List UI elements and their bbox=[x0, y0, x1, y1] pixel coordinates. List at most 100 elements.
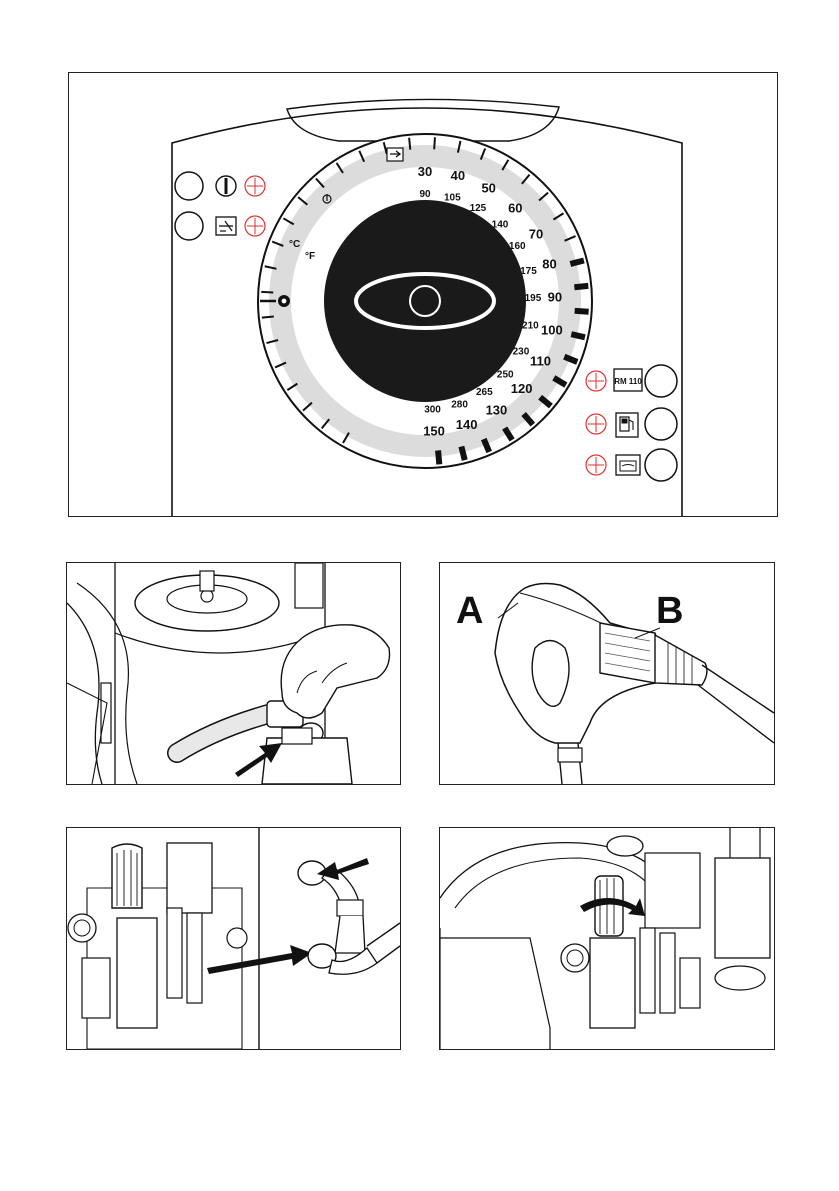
dial-tick bbox=[271, 240, 284, 247]
fahrenheit-scale-label: 160 bbox=[509, 241, 526, 252]
dial-tick bbox=[501, 159, 510, 171]
dial-knob-grip bbox=[354, 272, 496, 330]
dial-tick bbox=[261, 290, 274, 294]
fahrenheit-scale-label: 210 bbox=[522, 321, 539, 332]
gun-label-a: A bbox=[456, 590, 483, 632]
fahrenheit-scale-label: 125 bbox=[470, 203, 487, 214]
rm-button[interactable] bbox=[644, 364, 678, 398]
fahrenheit-scale-label: 140 bbox=[492, 219, 509, 230]
hose-fitting-bottom bbox=[307, 922, 400, 975]
dial-tick bbox=[574, 282, 589, 291]
burner-symbol-icon bbox=[215, 216, 237, 236]
fahrenheit-scale-label: 105 bbox=[444, 193, 461, 204]
gun-label-b: B bbox=[656, 590, 683, 632]
dial-tick bbox=[552, 212, 565, 221]
dial-tick bbox=[479, 148, 487, 160]
fahrenheit-scale-label: 250 bbox=[497, 369, 514, 380]
rotate-direction-arrow-icon bbox=[580, 898, 645, 916]
celsius-scale-label: 110 bbox=[530, 354, 551, 369]
dial-tick bbox=[569, 257, 585, 267]
fahrenheit-scale-label: 90 bbox=[419, 189, 431, 200]
push-direction-arrow-icon bbox=[235, 743, 282, 777]
hose-connection-figure bbox=[66, 562, 401, 785]
rm-symbol-box bbox=[613, 368, 643, 392]
off-position-icon bbox=[322, 194, 332, 204]
pressure-adjust-drawing bbox=[440, 828, 771, 1049]
dial-tick bbox=[320, 418, 331, 430]
fahrenheit-scale-label: 230 bbox=[513, 347, 530, 358]
dial-tick bbox=[408, 137, 412, 150]
dial-tick bbox=[552, 375, 568, 388]
fuel-indicator-lamp-icon bbox=[585, 413, 607, 435]
fahrenheit-scale-label: 265 bbox=[476, 387, 493, 398]
dial-tick bbox=[274, 361, 287, 369]
detergent-button[interactable] bbox=[644, 448, 678, 482]
dial-tick bbox=[521, 412, 536, 427]
pressure-adjust-figure bbox=[439, 827, 775, 1050]
celsius-scale-label: 120 bbox=[511, 381, 533, 396]
celsius-scale-label: 70 bbox=[529, 226, 543, 241]
spray-gun-figure: A B bbox=[439, 562, 775, 785]
celsius-scale-label: 30 bbox=[418, 164, 432, 179]
dial-knob bbox=[324, 200, 526, 402]
dial-tick bbox=[266, 339, 279, 345]
dial-tick bbox=[563, 353, 579, 365]
celsius-scale-label: 60 bbox=[508, 200, 522, 215]
pump-fitting-figure bbox=[66, 827, 401, 1050]
celsius-scale-label: 130 bbox=[486, 403, 508, 418]
dial-tick bbox=[435, 450, 443, 465]
celsius-scale-label: 140 bbox=[456, 417, 478, 432]
dial-tick bbox=[302, 401, 313, 412]
dial-tick bbox=[458, 445, 468, 461]
detergent-tank-icon bbox=[615, 454, 641, 476]
celsius-scale-label: 80 bbox=[542, 257, 556, 272]
dial-tick bbox=[538, 394, 553, 409]
dial-tick bbox=[502, 426, 515, 442]
detergent-indicator-lamp-icon bbox=[585, 454, 607, 476]
dial-tick bbox=[456, 140, 462, 153]
pump-fitting-drawing bbox=[67, 828, 400, 1049]
dial-tick bbox=[315, 177, 325, 189]
dial-tick bbox=[433, 137, 436, 150]
fahrenheit-scale-label: 195 bbox=[525, 293, 542, 304]
dial-tick bbox=[282, 217, 295, 226]
celsius-scale-label: 90 bbox=[548, 289, 562, 304]
dial-tick bbox=[521, 173, 531, 185]
dial-tick bbox=[335, 162, 344, 174]
fuel-pump-icon bbox=[615, 412, 639, 438]
dial-tick bbox=[342, 432, 350, 444]
celsius-unit-label: °C bbox=[289, 239, 300, 250]
dial-tick bbox=[538, 191, 549, 202]
dial-tick bbox=[382, 142, 388, 155]
power-switch-button[interactable] bbox=[174, 171, 204, 201]
rm-indicator-lamp-icon bbox=[585, 370, 607, 392]
dial-tick bbox=[570, 331, 586, 341]
celsius-scale-label: 40 bbox=[451, 168, 465, 183]
dial-tick bbox=[264, 265, 277, 270]
fahrenheit-scale-label: 175 bbox=[520, 266, 537, 277]
power-symbol-icon bbox=[215, 175, 237, 197]
dial-tick bbox=[261, 315, 274, 319]
dial-tick bbox=[480, 437, 492, 454]
fahrenheit-scale-label: 300 bbox=[424, 405, 441, 416]
dial-tick bbox=[574, 307, 589, 315]
rm-label: RM 110 bbox=[614, 377, 642, 386]
connect-direction-arrow-icon bbox=[207, 945, 312, 974]
dial-knob-indicator bbox=[409, 285, 441, 317]
housing-outline bbox=[171, 107, 683, 516]
hose-connection-drawing bbox=[67, 563, 391, 784]
celsius-scale-label: 100 bbox=[541, 323, 563, 338]
power-indicator-lamp-icon bbox=[244, 175, 266, 197]
burner-switch-button[interactable] bbox=[174, 211, 204, 241]
dial-tick bbox=[358, 150, 366, 163]
spray-gun-drawing: A B bbox=[456, 582, 774, 784]
burner-indicator-lamp-icon bbox=[244, 215, 266, 237]
fuel-button[interactable] bbox=[644, 407, 678, 441]
dial-tick bbox=[564, 235, 576, 242]
dial-ticks bbox=[261, 137, 589, 465]
housing-top-recess bbox=[286, 98, 560, 142]
dial-tick bbox=[286, 382, 298, 391]
